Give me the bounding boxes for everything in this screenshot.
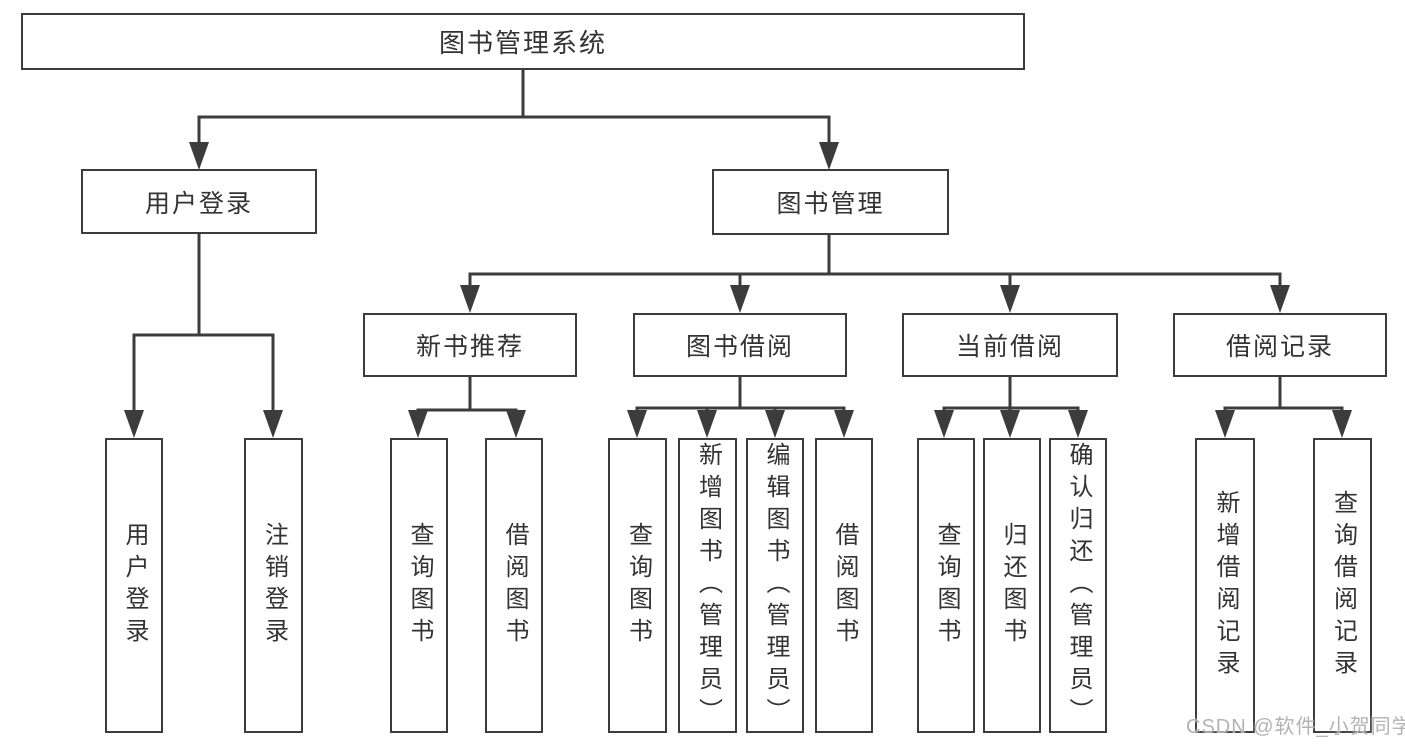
node-label: 新书推荐: [415, 333, 524, 361]
leaf-query-books-1: 查询图书: [390, 438, 448, 733]
node-label: 当前借阅: [955, 333, 1064, 361]
leaf-logout: 注销登录: [244, 438, 303, 733]
leaf-query-books-3: 查询图书: [917, 438, 975, 733]
leaf-query-borrow-record: 查询借阅记录: [1313, 438, 1372, 733]
node-current-borrowing: 当前借阅: [902, 313, 1118, 377]
node-label: 归还图书: [999, 521, 1026, 650]
leaf-query-books-2: 查询图书: [608, 438, 667, 733]
node-label: 借阅记录: [1225, 333, 1334, 361]
node-borrowing-records: 借阅记录: [1173, 313, 1387, 377]
watermark: CSDN @软件_小贺同学: [1186, 716, 1405, 738]
node-label: 图书管理系统: [438, 28, 607, 58]
node-label: 查询图书: [406, 521, 433, 650]
leaf-add-books-admin: 新增图书（管理员）: [678, 438, 737, 733]
node-library-management-system: 图书管理系统: [21, 13, 1025, 70]
node-book-management: 图书管理: [712, 169, 949, 235]
node-label: 用户登录: [121, 521, 148, 650]
node-label: 编辑图书（管理员）: [762, 441, 789, 730]
node-label: 确认归还（管理员）: [1065, 441, 1092, 730]
node-label: 查询图书: [624, 521, 652, 650]
node-user-login: 用户登录: [81, 169, 317, 234]
node-label: 图书借阅: [685, 333, 794, 361]
leaf-return-books: 归还图书: [983, 438, 1041, 733]
leaf-add-borrow-record: 新增借阅记录: [1195, 438, 1255, 733]
node-new-book-recommend: 新书推荐: [363, 313, 577, 377]
node-label: 新增借阅记录: [1212, 489, 1239, 682]
node-book-borrowing: 图书借阅: [633, 313, 847, 377]
node-label: 借阅图书: [831, 521, 858, 650]
node-label: 查询借阅记录: [1329, 489, 1357, 682]
node-label: 借阅图书: [501, 521, 528, 650]
node-label: 图书管理: [776, 190, 885, 218]
leaf-edit-books-admin: 编辑图书（管理员）: [746, 438, 804, 733]
node-label: 用户登录: [144, 189, 253, 218]
node-label: 查询图书: [933, 521, 960, 650]
leaf-user-login: 用户登录: [105, 438, 163, 733]
node-label: 新增图书（管理员）: [694, 441, 722, 730]
node-label: 注销登录: [260, 521, 288, 650]
leaf-borrow-books-1: 借阅图书: [485, 438, 543, 733]
leaf-borrow-books-2: 借阅图书: [815, 438, 873, 733]
leaf-confirm-return-admin: 确认归还（管理员）: [1049, 438, 1107, 733]
